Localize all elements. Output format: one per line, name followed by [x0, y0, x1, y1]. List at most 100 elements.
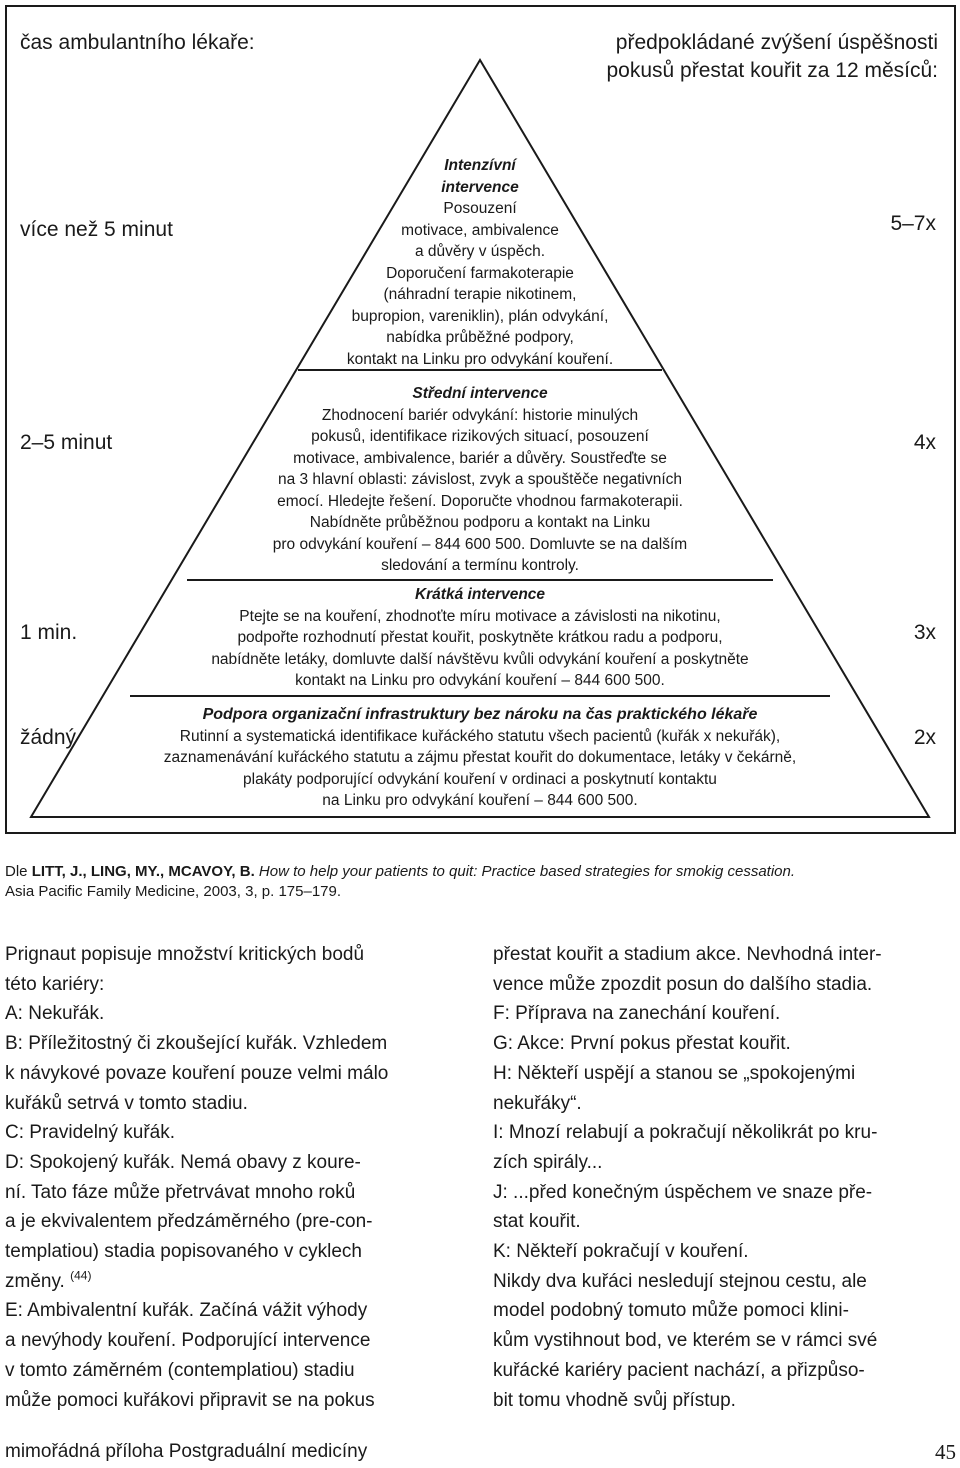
tier-intensive-title-2: intervence: [441, 178, 519, 196]
tier-medium-line: Zhodnocení bariér odvykání: historie min…: [321, 406, 639, 424]
body-column-left: Prignaut popisuje množství kritických bo…: [5, 940, 469, 1415]
tier-medium-line: emocí. Hledejte řešení. Doporučte vhodno…: [277, 492, 683, 510]
tier-infrastructure: Podpora organizační infrastruktury bez n…: [90, 704, 870, 812]
source-line-1: Dle LITT, J., LING, MY., MCAVOY, B. How …: [5, 862, 955, 882]
header-success-label: předpokládané zvýšení úspěšnosti pokusů …: [607, 29, 939, 85]
body-line-text: Nikdy dva kuřáci nesledují stejnou cestu…: [493, 1270, 867, 1292]
body-line: C: Pravidelný kuřák.: [5, 1118, 469, 1148]
body-line-text: J: ...před konečným úspěchem ve snaze př…: [493, 1181, 873, 1203]
page-number: 45: [935, 1440, 956, 1464]
tier-short-line: podpořte rozhodnutí přestat kouřit, posk…: [237, 629, 723, 646]
body-line: a nevýhody kouření. Podporující interven…: [5, 1326, 469, 1356]
gain-row-3: 3x: [913, 621, 936, 644]
tier-short-line: nabídněte letáky, domluvte další návštěv…: [211, 650, 749, 668]
body-line: K: Někteří pokračují v kouření.: [493, 1237, 955, 1267]
body-line: může pomoci kuřákovi připravit se na pok…: [5, 1386, 469, 1416]
tier-infra-line: zaznamenávání kuřáckého statutu a zájmu …: [163, 749, 797, 766]
pyramid-diagram: [29, 58, 931, 818]
tier-medium-line: Nabídněte průběžnou podporu a kontakt na…: [309, 514, 651, 531]
tier-intensive-line: Posouzení: [443, 200, 517, 217]
body-line-text: C: Pravidelný kuřák.: [5, 1122, 176, 1144]
body-line-text: a je ekvivalentem předzáměrného (pre-con…: [5, 1211, 373, 1233]
tier-medium-line: sledování a termínu kontroly.: [381, 557, 579, 574]
body-line-text: vence může zpozdit posun do dalšího stad…: [493, 973, 873, 995]
body-line-text: I: Mnozí relabují a pokračují několikrát…: [493, 1122, 878, 1144]
body-line: templatiou) stadia popisovaného v cyklec…: [5, 1237, 469, 1267]
time-row-2: 2–5 minut: [20, 431, 113, 454]
tier-short: Krátká intervence Ptejte se na kouření, …: [150, 584, 810, 692]
body-line: D: Spokojený kuřák. Nemá obavy z koure-: [5, 1148, 469, 1178]
tier-intensive-title-1: Intenzívní: [444, 157, 516, 174]
header-success-line-1: předpokládané zvýšení úspěšnosti: [615, 31, 938, 54]
tier-medium-line: pro odvykání kouření – 844 600 500. Doml…: [272, 535, 688, 553]
body-line: vence může zpozdit posun do dalšího stad…: [493, 970, 955, 1000]
tier-intensive-line: Doporučení farmakoterapie: [386, 264, 574, 282]
header-success-line-2: pokusů přestat kouřit za 12 měsíců:: [606, 59, 939, 82]
body-line: Prignaut popisuje množství kritických bo…: [5, 940, 469, 970]
body-line-text: A: Nekuřák.: [5, 1003, 105, 1025]
body-line-text: K: Někteří pokračují v kouření.: [493, 1241, 749, 1263]
body-line-text: kům vystihnout bod, ve kterém se v rámci…: [493, 1330, 878, 1352]
body-line-text: ní. Tato fáze může přetrvávat mnoho roků: [5, 1181, 356, 1203]
body-line: změny. (44): [5, 1267, 469, 1297]
body-line: přestat kouřit a stadium akce. Nevhodná …: [493, 940, 955, 970]
tier-infra-line: Rutinní a systematická identifikace kuřá…: [179, 727, 781, 745]
pyramid-figure-frame: [5, 5, 956, 834]
body-line-text: zích spirály...: [493, 1151, 603, 1173]
tier-medium-line: na 3 hlavní oblasti: závislost, zvyk a s…: [277, 471, 683, 488]
tier-short-line: Ptejte se na kouření, zhodnoťte míru mot…: [239, 607, 721, 625]
body-line-text: E: Ambivalentní kuřák. Začíná vážit výho…: [5, 1300, 368, 1322]
body-line-text: stat kouřit.: [493, 1211, 581, 1233]
time-row-3: 1 min.: [20, 621, 78, 644]
tier-intensive-line: kontakt na Linku pro odvykání kouření.: [346, 350, 614, 368]
body-line: F: Příprava na zanechání kouření.: [493, 999, 955, 1029]
header-time-label: čas ambulantního lékaře:: [20, 31, 255, 54]
body-line: v tomto záměrném (contemplatiou) stadiu: [5, 1356, 469, 1386]
gain-row-2: 4x: [913, 431, 936, 454]
body-line: kuřáků setrvá v tomto stadiu.: [5, 1089, 469, 1119]
tier-intensive: Intenzívní intervence Posouzení motivace…: [280, 155, 680, 370]
tier-short-title: Krátká intervence: [414, 586, 546, 603]
tier-medium: Střední intervence Zhodnocení bariér odv…: [190, 383, 770, 577]
body-line: Nikdy dva kuřáci nesledují stejnou cestu…: [493, 1267, 955, 1297]
body-line: E: Ambivalentní kuřák. Začíná vážit výho…: [5, 1296, 469, 1326]
tier-intensive-line: a důvěry v úspěch.: [414, 243, 546, 260]
body-column-right: přestat kouřit a stadium akce. Nevhodná …: [493, 940, 955, 1415]
body-line: ní. Tato fáze může přetrvávat mnoho roků: [5, 1178, 469, 1208]
gain-row-4: 2x: [913, 726, 936, 749]
time-row-4: žádný: [20, 726, 77, 749]
body-line-text: nekuřáky“.: [493, 1092, 582, 1114]
source-authors: LITT, J., LING, MY., MCAVOY, B.: [31, 863, 255, 880]
source-line-2: Asia Pacific Family Medicine, 2003, 3, p…: [5, 883, 342, 900]
body-line-text: a nevýhody kouření. Podporující interven…: [5, 1330, 371, 1352]
figure-source: Dle LITT, J., LING, MY., MCAVOY, B. How …: [5, 862, 955, 902]
body-line-text: B: Příležitostný či zkoušející kuřák. Vz…: [5, 1033, 388, 1055]
body-line-text: změny.: [5, 1270, 65, 1292]
gain-row-1: 5–7x: [890, 212, 936, 235]
source-prefix: Dle: [5, 863, 32, 880]
body-line-text: bit tomu vhodně svůj přístup.: [493, 1389, 736, 1411]
tier-infra-title: Podpora organizační infrastruktury bez n…: [202, 706, 758, 723]
tier-short-line: kontakt na Linku pro odvykání kouření – …: [295, 672, 665, 689]
body-line-text: této kariéry:: [5, 973, 105, 995]
body-line-text: přestat kouřit a stadium akce. Nevhodná …: [493, 944, 882, 965]
body-line-text: může pomoci kuřákovi připravit se na pok…: [5, 1389, 375, 1411]
footer-publication: mimořádná příloha Postgraduální medicíny: [5, 1441, 368, 1462]
tier-infra-line: na Linku pro odvykání kouření – 844 600 …: [322, 792, 638, 809]
pyramid-outline: [29, 58, 931, 818]
body-line-text: model podobný tomuto může pomoci klini-: [493, 1300, 849, 1322]
source-title: How to help your patients to quit: Pract…: [254, 863, 796, 880]
tier-medium-title: Střední intervence: [412, 385, 548, 402]
body-line: H: Někteří uspějí a stanou se „spokojený…: [493, 1059, 955, 1089]
body-line-text: kuřáků setrvá v tomto stadiu.: [5, 1092, 248, 1114]
tier-medium-line: pokusů, identifikace rizikových situací,…: [311, 428, 649, 445]
body-line: G: Akce: První pokus přestat kouřit.: [493, 1029, 955, 1059]
body-line: kům vystihnout bod, ve kterém se v rámci…: [493, 1326, 955, 1356]
body-line-text: H: Někteří uspějí a stanou se „spokojený…: [493, 1062, 856, 1084]
body-line: bit tomu vhodně svůj přístup.: [493, 1386, 955, 1416]
body-line: této kariéry:: [5, 970, 469, 1000]
body-line: I: Mnozí relabují a pokračují několikrát…: [493, 1118, 955, 1148]
body-line: model podobný tomuto může pomoci klini-: [493, 1296, 955, 1326]
body-line: stat kouřit.: [493, 1207, 955, 1237]
body-line-text: F: Příprava na zanechání kouření.: [493, 1003, 781, 1025]
